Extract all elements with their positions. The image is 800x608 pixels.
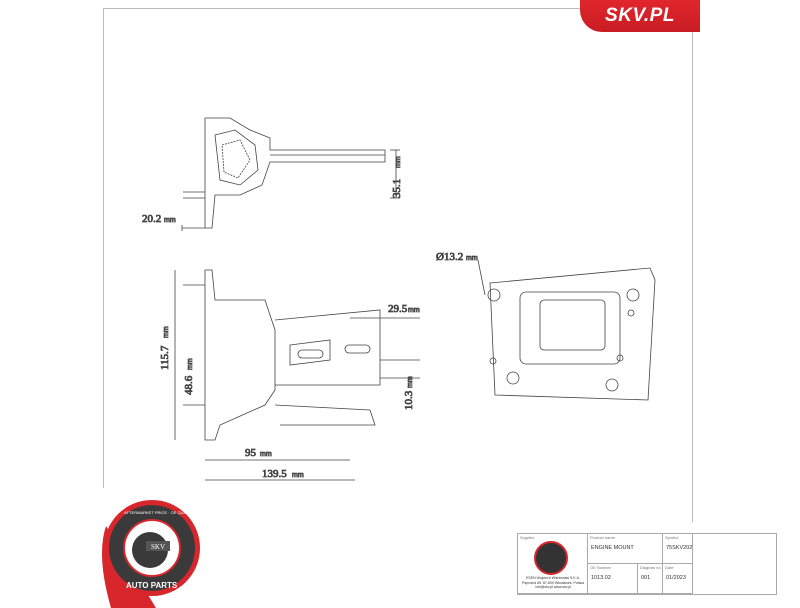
dimension-label: 20.2 [142, 213, 161, 225]
front-view [477, 259, 656, 401]
dimension-label: Ø13.2 [436, 251, 463, 263]
oe-value: 1013.02 [591, 575, 611, 581]
dimension-unit: mm [408, 307, 420, 314]
product-name-label: Product name [590, 535, 615, 540]
date-cell: Date 01/2023 [663, 564, 693, 594]
symbol-label: Symbol [665, 535, 679, 540]
supplier-logo [534, 541, 568, 575]
frame-border-right [692, 32, 693, 522]
stamp-center-text: SKV [151, 543, 165, 551]
dimension-unit: mm [395, 156, 402, 168]
dimension-label: 10.3 [403, 390, 415, 410]
oe-cell: OE Number 1013.02 [588, 564, 638, 594]
dimension-label: 95 [245, 447, 257, 459]
title-block: Supplier ESEN Wojciech Wiśniewski S.K.A.… [517, 533, 777, 595]
dimension-unit: mm [163, 326, 170, 338]
diagram-label: Diagram no [640, 565, 661, 570]
dimension-label: 35.1 [391, 179, 403, 198]
dimension-unit: mm [466, 255, 478, 262]
dimension-unit: mm [187, 358, 194, 370]
dimension-label: 48.6 [183, 375, 195, 395]
skv-auto-parts-stamp: SKV AUTO PARTS AFTERMARKET PRICE · OE QU… [102, 500, 200, 608]
dimension-label: 139.5 [262, 468, 287, 480]
date-label: Date [665, 565, 674, 570]
dimension-label: 115.7 [159, 345, 171, 370]
supplier-cell: Supplier ESEN Wojciech Wiśniewski S.K.A.… [518, 534, 588, 594]
frame-border-top [103, 8, 583, 9]
dimension-unit: mm [292, 472, 304, 479]
frame-border-left [103, 8, 104, 488]
supplier-label: Supplier [520, 535, 535, 540]
supplier-address: ESEN Wojciech Wiśniewski S.K.A. Paprotna… [521, 576, 585, 589]
diagram-value: 001 [641, 575, 651, 581]
brand-logo-text: SKV.PL [605, 5, 675, 26]
stamp-bottom-text: AUTO PARTS [126, 581, 178, 590]
dimension-label: 29.5 [388, 303, 408, 315]
side-view [174, 269, 420, 481]
product-name: ENGINE MOUNT [591, 545, 634, 551]
product-name-cell: Product name ENGINE MOUNT [588, 534, 663, 564]
symbol-value: 75SKV202 [666, 545, 693, 551]
oe-label: OE Number [590, 565, 612, 570]
brand-logo: SKV.PL [580, 0, 700, 32]
stamp-top-text: AFTERMARKET PRICE · OE QUALITY [124, 510, 195, 515]
dimension-unit: mm [260, 451, 272, 458]
dimension-unit: mm [164, 217, 176, 224]
top-view [181, 117, 400, 231]
diagram-cell: Diagram no 001 [638, 564, 663, 594]
symbol-cell: Symbol 75SKV202 [663, 534, 693, 564]
date-value: 01/2023 [666, 575, 686, 581]
dimension-unit: mm [407, 376, 414, 388]
